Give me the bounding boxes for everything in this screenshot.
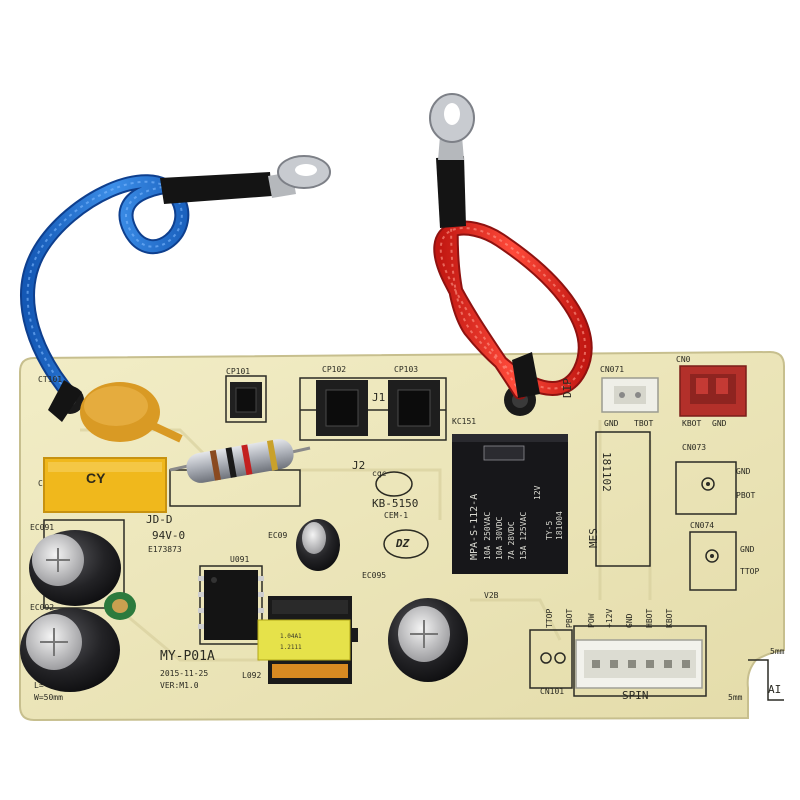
size-width: W=50mm	[34, 693, 63, 702]
kc-mark: KC151	[452, 417, 477, 426]
side-code: V2B	[484, 591, 499, 600]
cap-yellow-label: CY	[86, 470, 106, 486]
ref-j1: J1	[372, 391, 386, 404]
pin-cn101-pow: POW	[587, 613, 596, 628]
maker-mark: JD-D	[146, 513, 173, 526]
pin-cn101-gnd: GND	[625, 613, 634, 628]
ref-ec093: EC09	[268, 531, 288, 540]
pin-cn101-12v: +12V	[605, 608, 614, 628]
spin-label: SPIN	[622, 689, 649, 702]
connector-cn074-footprint	[705, 549, 719, 563]
ref-l092: L092	[242, 671, 262, 680]
mes-mark: MES	[587, 528, 600, 548]
board-model: MY-P01A	[160, 649, 215, 664]
ic-u091	[198, 570, 264, 640]
size-left: L=	[34, 681, 44, 690]
pcb-traces	[80, 420, 652, 662]
transformer-label-1: 1.04A1	[280, 633, 302, 640]
pin-cn074-ttop: TTOP	[740, 567, 760, 576]
pin-cn101-hbot: HBOT	[645, 608, 654, 628]
ref-cn074: CN074	[690, 521, 715, 530]
pin-cn074-gnd: GND	[740, 545, 755, 554]
ref-cn072: CN0	[676, 355, 691, 364]
serial-vertical: 181102	[600, 452, 613, 492]
ref-ct101: CT101	[38, 375, 63, 384]
transformer-l092	[257, 596, 358, 684]
connector-cn073-footprint	[701, 477, 715, 491]
pin-cn073-pbot: PBOT	[736, 491, 756, 500]
ref-ec095: EC095	[362, 571, 387, 580]
relay-rating-3: 7A 28VDC	[507, 521, 516, 560]
connector-cn072	[679, 365, 747, 417]
dip-mark: DIP	[561, 378, 574, 398]
pin-cn071-tbot: TBOT	[634, 419, 654, 428]
connector-cn071	[601, 377, 659, 413]
ref-cp102: CP102	[322, 365, 347, 374]
relay	[452, 434, 568, 574]
connector-cn101	[575, 639, 703, 689]
ref-cn073: CN073	[682, 443, 707, 452]
pin-cn072-gnd: GND	[712, 419, 727, 428]
electrolytic-ec095	[388, 598, 468, 682]
ref-cn101: CN101	[540, 687, 565, 696]
ul-code: E173873	[148, 545, 182, 554]
side-ai: AI	[768, 683, 782, 696]
switch-cp102	[316, 380, 368, 436]
pin-cn073-gnd: GND	[736, 467, 751, 476]
logo-cqc: cqc	[372, 469, 387, 478]
ref-j2: J2	[352, 459, 366, 472]
ref-ec091: EC091	[30, 523, 55, 532]
ref-ec092: EC092	[30, 603, 55, 612]
relay-rating-1: 10A 250VAC	[483, 511, 492, 560]
small-inductor	[104, 592, 136, 620]
side-5mm-b: 5mm	[728, 693, 743, 702]
pin-cn072-kbot: KBOT	[682, 419, 702, 428]
pin-cn101-pbot: PBOT	[565, 608, 574, 628]
logo-dz: DZ	[396, 537, 410, 550]
material-mark: 94V-0	[152, 529, 186, 542]
blue-wire	[20, 155, 331, 422]
red-wire	[429, 93, 593, 400]
switch-cp101	[230, 382, 262, 418]
side-5mm-a: 5mm	[770, 647, 785, 656]
switch-cp103	[388, 380, 440, 436]
cn101-small-footprint	[540, 652, 566, 664]
board-date: 2015-11-25	[160, 669, 209, 678]
electrolytic-ec091	[29, 530, 121, 606]
electrolytic-ec092	[20, 608, 120, 692]
relay-code: 181004	[555, 511, 564, 540]
pin-cn101-ttop: TTOP	[545, 608, 554, 628]
electrolytic-ec093	[296, 519, 340, 571]
disc-capacitor	[80, 382, 183, 443]
board-version: VER:M1.0	[160, 681, 199, 690]
kb-label: KB-5150	[372, 497, 419, 510]
dz-logo-shape	[383, 529, 429, 559]
cem-label: CEM-1	[384, 511, 409, 520]
pin-cn071-gnd: GND	[604, 419, 619, 428]
ref-cp103: CP103	[394, 365, 419, 374]
relay-rating-4: 15A 125VAC	[519, 511, 528, 560]
power-resistor	[169, 439, 311, 483]
relay-model: MPA-S-112-A	[469, 493, 480, 560]
cqc-logo-shape	[375, 471, 413, 497]
ref-cn071: CN071	[600, 365, 625, 374]
relay-rating-2: 10A 30VDC	[495, 516, 504, 560]
ref-c-left: C	[38, 479, 43, 488]
relay-type: TY-5	[545, 520, 554, 540]
transformer-label-2: 1.2111	[280, 644, 302, 651]
ref-cp101: CP101	[226, 367, 251, 376]
pin-cn101-kbot: KBOT	[665, 608, 674, 628]
ref-u091: U091	[230, 555, 250, 564]
relay-coil: 12V	[533, 485, 542, 500]
